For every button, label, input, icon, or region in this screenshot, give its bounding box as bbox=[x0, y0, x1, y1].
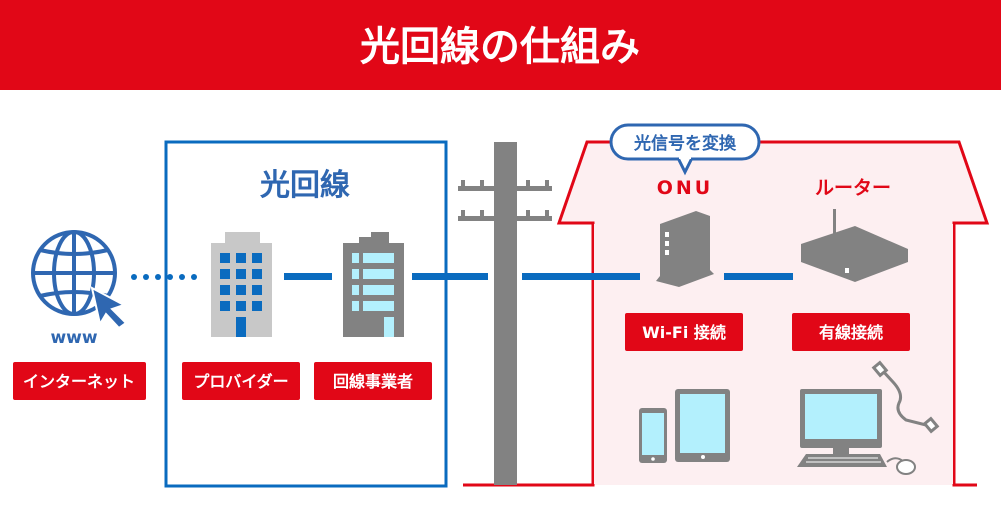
line-onu-router bbox=[724, 273, 793, 280]
onu-device-icon bbox=[656, 211, 714, 287]
internet-label: インターネット bbox=[23, 372, 135, 391]
title-banner bbox=[0, 0, 1001, 90]
line-carrier-pole bbox=[412, 273, 488, 280]
wifi-label: Wi-Fi 接続 bbox=[642, 323, 726, 342]
provider-label-box: プロバイダー bbox=[182, 362, 300, 400]
internet-label-box: インターネット bbox=[13, 362, 146, 400]
page-title: 光回線の仕組み bbox=[360, 24, 640, 70]
carrier-building-icon bbox=[343, 232, 404, 337]
carrier-label: 回線事業者 bbox=[333, 372, 413, 391]
desktop-pc-icon bbox=[797, 389, 916, 475]
utility-pole-icon bbox=[458, 142, 552, 485]
wired-label-box: 有線接続 bbox=[792, 313, 910, 351]
provider-building-icon bbox=[211, 232, 272, 337]
cursor-icon bbox=[90, 286, 128, 330]
fiber-group-box bbox=[164, 140, 448, 488]
smartphone-icon bbox=[639, 408, 667, 463]
tablet-icon bbox=[675, 389, 730, 462]
wired-label: 有線接続 bbox=[819, 323, 883, 342]
fiber-group-title: 光回線 bbox=[260, 168, 350, 203]
keyboard-icon bbox=[797, 454, 887, 467]
carrier-label-box: 回線事業者 bbox=[314, 362, 432, 400]
router-label: ルーター bbox=[815, 177, 891, 199]
wifi-label-box: Wi-Fi 接続 bbox=[625, 313, 743, 351]
dotted-connection bbox=[131, 274, 197, 280]
line-pole-onu bbox=[522, 273, 640, 280]
mouse-icon bbox=[896, 459, 916, 475]
router-device-icon bbox=[801, 209, 908, 282]
convert-signal-bubble: 光信号を変換 bbox=[609, 123, 761, 176]
provider-label: プロバイダー bbox=[193, 372, 288, 391]
lan-cable-icon bbox=[871, 360, 940, 434]
line-provider-carrier bbox=[284, 273, 332, 280]
onu-label: ONU bbox=[657, 177, 713, 199]
bubble-text: 光信号を変換 bbox=[633, 133, 737, 154]
www-label: www bbox=[50, 328, 97, 348]
